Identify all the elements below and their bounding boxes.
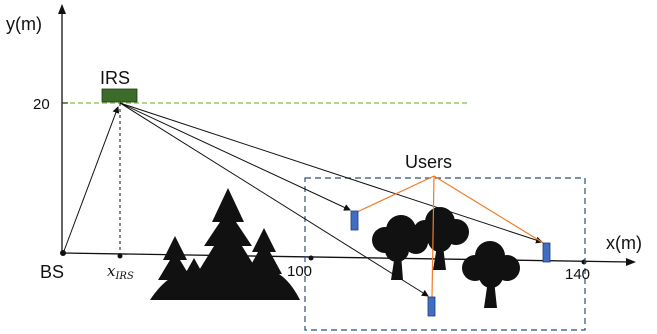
tree-silhouette-2-icon [413,207,469,270]
user-device-2 [542,242,551,263]
user-device-1 [350,210,359,231]
irs-user1-link [119,102,351,211]
bs-irs-link [63,106,120,252]
tree-silhouette-1-icon [372,215,428,280]
bs-label: BS [40,262,64,282]
user-region-box [304,177,586,331]
x-irs-label: xIRS [107,262,134,282]
x-tick-dot-100 [308,255,314,261]
forest-silhouette-icon [150,188,300,300]
x-tick-dot-irs [117,253,123,259]
users-callout-1 [356,175,435,213]
tree-silhouette-3-icon [462,241,520,308]
user-device-3 [427,296,436,317]
x-tick-dot-140 [581,259,587,265]
users-callout-2 [433,175,546,245]
y-axis-arrow-icon [58,4,66,14]
irs-panel [101,88,138,103]
irs-label: IRS [100,68,130,88]
x-axis-arrow-icon [626,258,636,266]
x-tick-140-label: 140 [565,266,590,283]
x-axis-label: x(m) [606,233,642,253]
bs-node [60,250,66,256]
y-axis-label: y(m) [6,14,42,34]
users-label: Users [405,152,452,172]
y-tick-20-label: 20 [33,96,50,113]
x-tick-100-label: 100 [287,263,312,280]
users-callout-3 [431,175,435,299]
irs-user3-link [119,102,429,297]
x-axis [61,252,631,263]
irs-user2-link [119,102,543,244]
